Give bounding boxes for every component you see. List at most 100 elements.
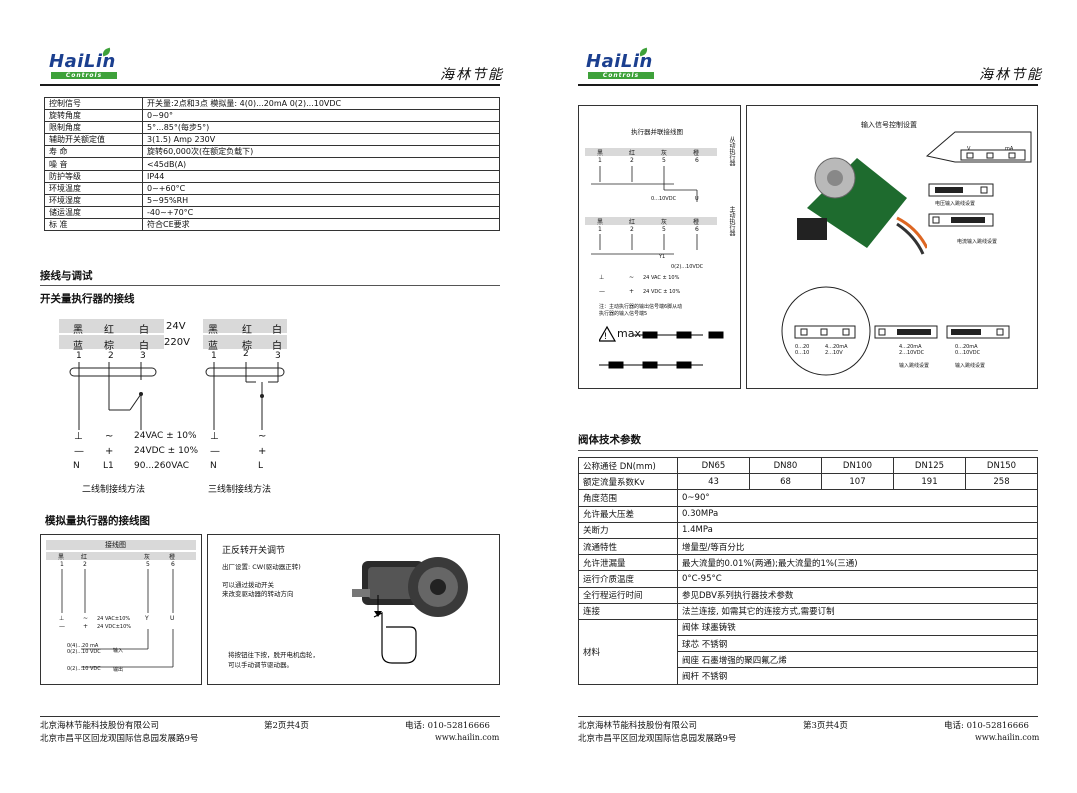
spec-row: 标 准符合CE要求 — [44, 217, 500, 232]
spec-label: 储运温度 — [44, 205, 143, 219]
spec-value: -40~+70°C — [142, 205, 500, 219]
max-actuators-icon: ! — [599, 325, 724, 369]
valve-value: 1.4MPa — [677, 521, 1038, 539]
brand-name-cn-right: 海林节能 — [979, 67, 1043, 83]
spec-label: 辅助开关额定值 — [44, 133, 143, 147]
brand-name-cn: 海林节能 — [440, 67, 504, 83]
valve-label: 允许最大压差 — [578, 505, 678, 523]
hailin-logo: HaiLin Controls — [49, 47, 119, 79]
valve-params-title: 阀体技术参数 — [578, 434, 641, 446]
spec-row: 寿 命旋转60,000次(在额定负载下) — [44, 145, 500, 159]
spec-value: 3(1.5) Amp 230V — [142, 133, 500, 147]
page-left: HaiLin Controls 海林节能 控制信号开关量:2点和3点 模拟量: … — [0, 0, 538, 793]
section-analog-title: 模拟量执行器的接线图 — [45, 515, 150, 527]
valve-material: 球芯 不锈钢 — [677, 635, 1038, 653]
valve-value: 0.30MPa — [677, 505, 1038, 523]
spec-label: 环境温度 — [44, 181, 143, 195]
valve-value: 最大流量的0.01%(两通);最大流量的1%(三通) — [677, 554, 1038, 572]
valve-value: 191 — [893, 473, 966, 491]
valve-material: 阀座 石墨增强的聚四氟乙烯 — [677, 651, 1038, 669]
jumper-callouts — [925, 131, 1032, 227]
analog-wiring-box: 接线图 黑 红 灰 橙 1 2 5 6 ⊥ ~ 24 VAC±10% Y U — — [40, 534, 202, 685]
valve-value: DN125 — [893, 456, 966, 475]
spec-value: 5~95%RH — [142, 193, 500, 207]
spec-value: 0~+60°C — [142, 181, 500, 195]
jumper-settings-row — [874, 325, 1010, 339]
valve-row: 允许泄漏量最大流量的0.01%(两通);最大流量的1%(三通) — [578, 554, 1038, 572]
spec-value: 0~90° — [142, 109, 500, 123]
magnify-circle — [781, 286, 871, 376]
hailin-logo-right: HaiLin Controls — [586, 47, 656, 79]
valve-value: 0~90° — [677, 489, 1038, 507]
spec-value: 旋转60,000次(在额定负载下) — [142, 145, 500, 159]
valve-material-row: 材料阀体 球墨铸铁 — [578, 618, 1038, 685]
valve-value: DN100 — [821, 456, 894, 475]
section-wiring-title: 接线与调试 — [40, 270, 93, 282]
switch-wiring-lines — [69, 362, 285, 430]
circuit-board-image — [797, 157, 927, 255]
valve-label: 允许泄漏量 — [578, 554, 678, 572]
footer-rule — [40, 716, 500, 717]
valve-label: 角度范围 — [578, 489, 678, 507]
spec-label: 防护等级 — [44, 169, 143, 183]
spec-label: 寿 命 — [44, 145, 143, 159]
valve-label: 运行介质温度 — [578, 570, 678, 588]
page-right: HaiLin Controls 海林节能 执行器并联接线图 从动执行器 主动执行… — [538, 0, 1077, 793]
valve-label: 额定流量系数Kv — [578, 473, 678, 491]
header-rule — [40, 84, 500, 86]
valve-value: 107 — [821, 473, 894, 491]
valve-label: 关断力 — [578, 521, 678, 539]
spec-label: 环境湿度 — [44, 193, 143, 207]
header-rule-right — [578, 84, 1038, 86]
valve-row: 连接法兰连接, 如需其它的连接方式,需要订制 — [578, 602, 1038, 620]
valve-label: 全行程运行时间 — [578, 586, 678, 604]
valve-value: 0°C-95°C — [677, 570, 1038, 588]
footer-rule-right — [578, 716, 1038, 717]
rotation-adjust-box: 正反转开关调节 出厂设置: CW(驱动器正转) 可以通过拨动开关 来改变驱动器的… — [207, 534, 500, 685]
section-rule — [40, 285, 500, 286]
parallel-wiring-box: 执行器并联接线图 从动执行器 主动执行器 黑 红 灰 橙 1 2 5 6 0..… — [578, 105, 741, 389]
valve-row: 流通特性增量型/等百分比 — [578, 537, 1038, 556]
spec-value: 符合CE要求 — [142, 217, 500, 232]
actuator-image — [352, 557, 468, 664]
spec-label: 旋转角度 — [44, 109, 143, 123]
parallel-wiring-lines — [591, 166, 698, 255]
spec-value: <45dB(A) — [142, 157, 500, 171]
spec-label: 控制信号 — [44, 96, 143, 111]
valve-title-rule — [578, 450, 1038, 451]
rotation-title: 正反转开关调节 — [222, 546, 286, 556]
svg-text:!: ! — [604, 332, 608, 342]
valve-value: DN80 — [749, 456, 822, 475]
valve-value: 参见DBV系列执行器技术参数 — [677, 586, 1038, 604]
spec-value: 开关量:2点和3点 模拟量: 4(0)...20mA 0(2)...10VDC — [142, 96, 500, 111]
spec-row: 储运温度-40~+70°C — [44, 205, 500, 219]
valve-value: 法兰连接, 如需其它的连接方式,需要订制 — [677, 602, 1038, 620]
spec-value: IP44 — [142, 169, 500, 183]
caption-three-wire: 三线制接线方法 — [208, 485, 272, 495]
valve-label: 连接 — [578, 602, 678, 620]
spec-value: 5°...85°(每步5°) — [142, 121, 500, 135]
valve-value: 增量型/等百分比 — [677, 537, 1038, 556]
valve-row: 全行程运行时间参见DBV系列执行器技术参数 — [578, 586, 1038, 604]
valve-value: DN150 — [965, 456, 1038, 475]
spec-row: 噪 音<45dB(A) — [44, 157, 500, 171]
valve-material: 阀体 球墨铸铁 — [677, 618, 1038, 637]
valve-label: 流通特性 — [578, 537, 678, 556]
valve-value: 68 — [749, 473, 822, 491]
valve-value: 43 — [677, 473, 750, 491]
spec-label: 噪 音 — [44, 157, 143, 171]
valve-material-row: 阀杆 不锈钢 — [579, 667, 1038, 685]
